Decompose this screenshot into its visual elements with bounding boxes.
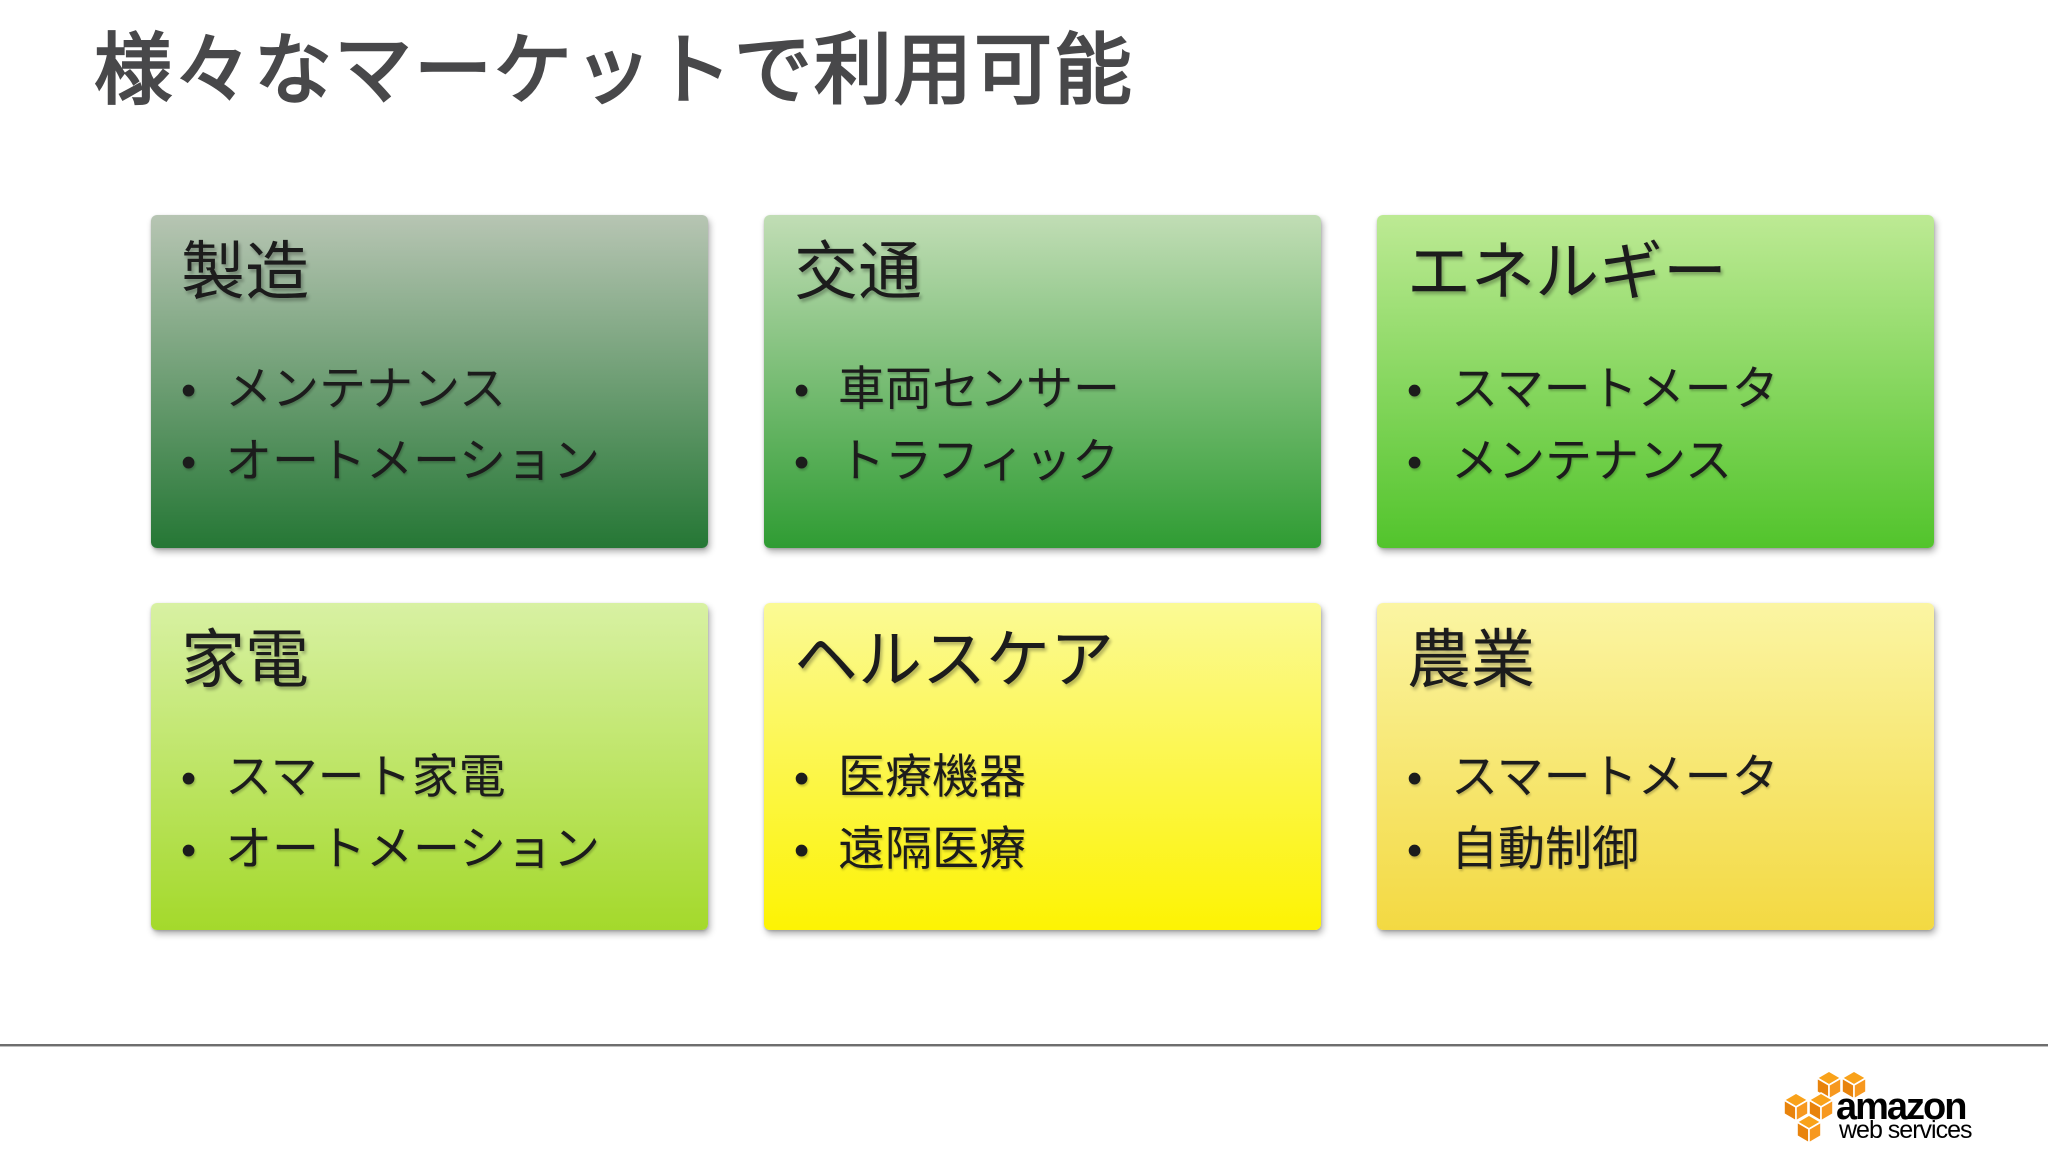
- card-bullet-item: スマート家電: [181, 741, 682, 814]
- card-bullet-list: 医療機器遠隔医療: [794, 741, 1295, 887]
- aws-logo-webservices-text: web services: [1839, 1116, 1972, 1144]
- market-card: 家電 スマート家電オートメーション: [151, 603, 708, 930]
- card-heading: エネルギー: [1407, 236, 1727, 308]
- card-bullet-item: 遠隔医療: [794, 813, 1295, 886]
- card-bullet-list: 車両センサートラフィック: [794, 353, 1295, 499]
- slide-title: 様々なマーケットで利用可能: [94, 26, 1135, 114]
- card-heading: 家電: [181, 624, 309, 696]
- card-bullet-list: メンテナンスオートメーション: [181, 353, 682, 499]
- card-bullet-list: スマート家電オートメーション: [181, 741, 682, 887]
- card-bullet-item: メンテナンス: [1407, 425, 1908, 498]
- card-heading: 交通: [794, 236, 922, 308]
- card-bullet-item: メンテナンス: [181, 353, 682, 426]
- card-bullet-item: スマートメータ: [1407, 353, 1908, 426]
- card-bullet-item: 自動制御: [1407, 813, 1908, 886]
- market-card: 農業 スマートメータ自動制御: [1377, 603, 1934, 930]
- card-bullet-list: スマートメータメンテナンス: [1407, 353, 1908, 499]
- aws-logo-amazon-text: amazon: [1836, 1086, 1967, 1128]
- card-heading: 農業: [1407, 624, 1535, 696]
- card-bullet-item: 車両センサー: [794, 353, 1295, 426]
- market-card: ヘルスケア 医療機器遠隔医療: [764, 603, 1321, 930]
- card-heading: 製造: [181, 236, 309, 308]
- card-bullet-item: トラフィック: [794, 425, 1295, 498]
- market-card: 交通 車両センサートラフィック: [764, 215, 1321, 548]
- market-card: エネルギー スマートメータメンテナンス: [1377, 215, 1934, 548]
- card-bullet-item: オートメーション: [181, 813, 682, 886]
- market-grid: 製造 メンテナンスオートメーション 交通 車両センサートラフィック エネルギー …: [151, 215, 1934, 930]
- market-card: 製造 メンテナンスオートメーション: [151, 215, 708, 548]
- card-bullet-item: スマートメータ: [1407, 741, 1908, 814]
- card-bullet-list: スマートメータ自動制御: [1407, 741, 1908, 887]
- aws-cubes-icon: [1783, 1070, 1867, 1144]
- aws-logo: amazon web services: [1783, 1064, 1978, 1148]
- card-heading: ヘルスケア: [794, 624, 1114, 696]
- footer-divider: [0, 1044, 2048, 1047]
- card-bullet-item: 医療機器: [794, 741, 1295, 814]
- card-bullet-item: オートメーション: [181, 425, 682, 498]
